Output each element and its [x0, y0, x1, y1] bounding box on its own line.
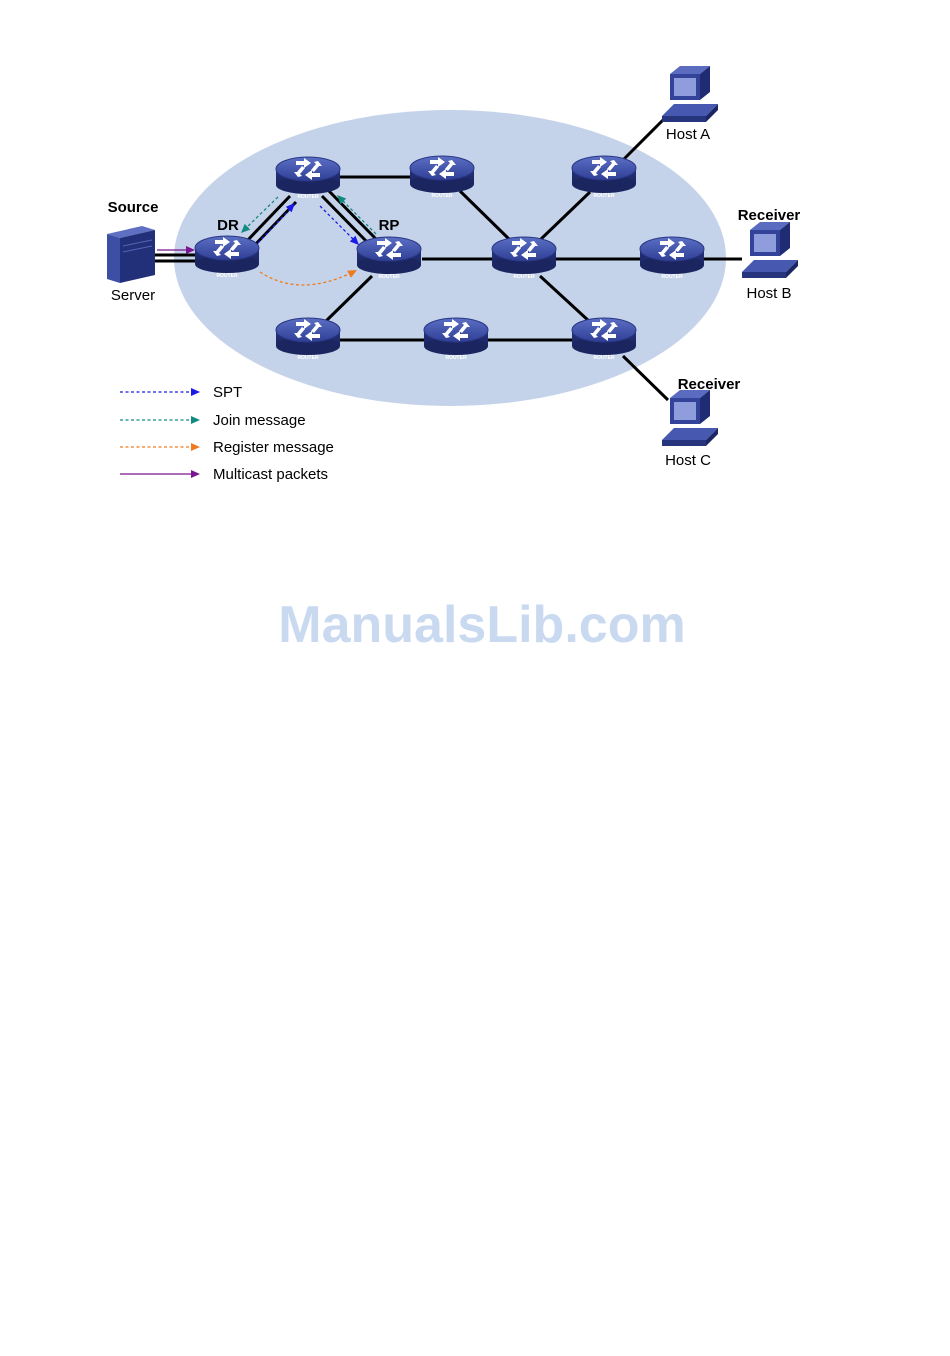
router-label: ROUTER: [216, 273, 238, 279]
receiver-b-label: Receiver: [738, 207, 801, 224]
legend-label-spt: SPT: [213, 384, 242, 401]
legend-label-multicast: Multicast packets: [213, 466, 328, 483]
router-label: ROUTER: [297, 194, 319, 200]
rp-label: RP: [379, 217, 400, 234]
legend-label-register: Register message: [213, 439, 334, 456]
host-a-label: Host A: [666, 126, 710, 143]
host-c-computer-icon: [662, 390, 718, 446]
host-b-computer-icon: [742, 222, 798, 278]
server-label: Server: [111, 287, 155, 304]
host-c-label: Host C: [665, 452, 711, 469]
legend-item-multicast: Multicast packets: [120, 466, 328, 483]
watermark: ManualsLib.com: [278, 596, 685, 654]
host-b-label: Host B: [746, 285, 791, 302]
receiver-c-label: Receiver: [678, 376, 741, 393]
legend-item-register: Register message: [120, 439, 334, 456]
router-label: ROUTER: [661, 274, 683, 280]
router-label: ROUTER: [431, 193, 453, 199]
legend: SPT Join message Register message Multic…: [120, 384, 334, 483]
dr-label: DR: [217, 217, 239, 234]
router-label: ROUTER: [593, 193, 615, 199]
legend-item-join: Join message: [120, 412, 306, 429]
server-icon: [107, 226, 155, 283]
legend-item-spt: SPT: [120, 384, 242, 401]
legend-label-join: Join message: [213, 412, 306, 429]
host-a-computer-icon: [662, 66, 718, 122]
router-label: ROUTER: [593, 355, 615, 361]
router-label: ROUTER: [297, 355, 319, 361]
router-label: ROUTER: [445, 355, 467, 361]
router-label: ROUTER: [378, 274, 400, 280]
router-label: ROUTER: [513, 274, 535, 280]
source-title: Source: [108, 199, 159, 216]
